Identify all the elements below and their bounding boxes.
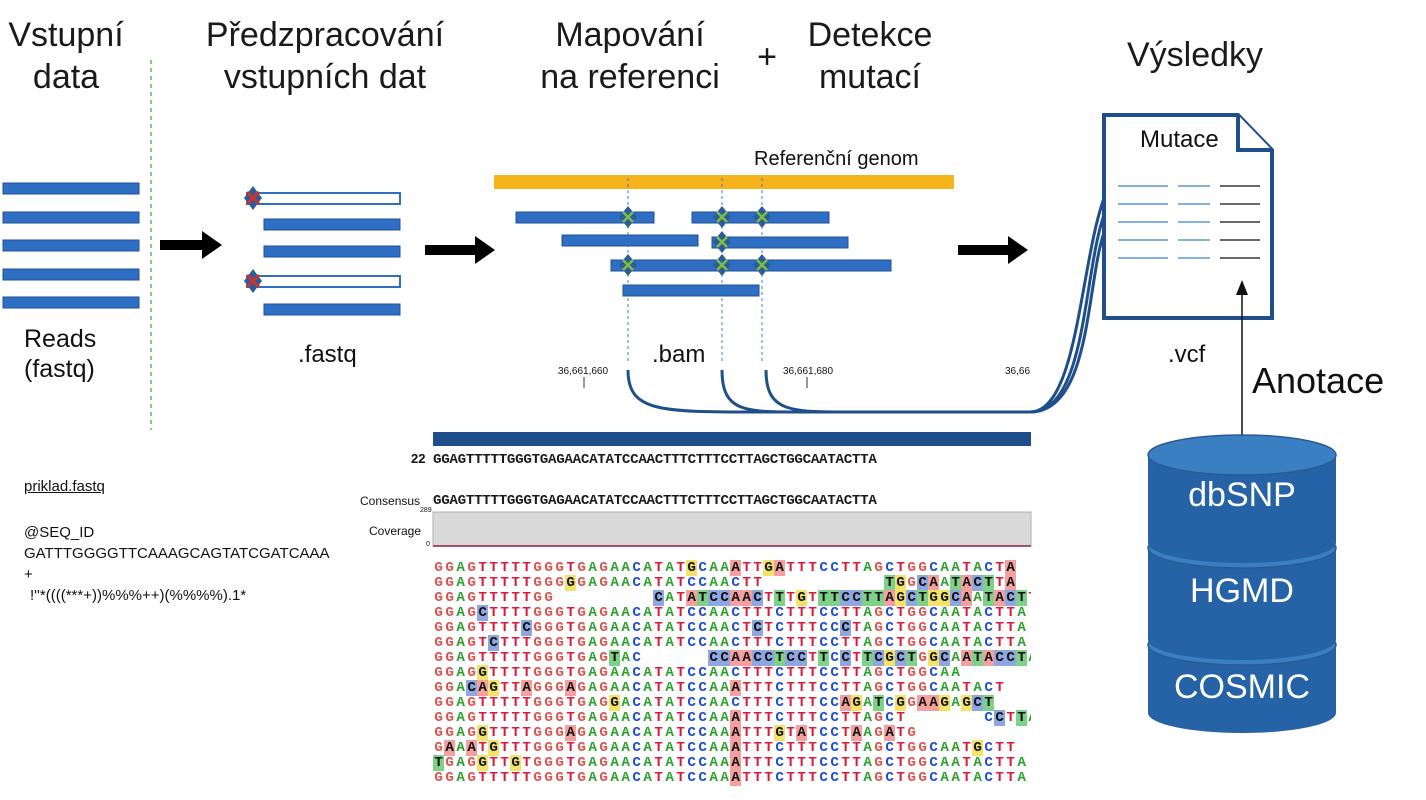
reference-sequence: GGAGTTTTTGGGTGAGAACATATCCAACTTTCTTTCCTTA… xyxy=(433,452,877,468)
clean-read xyxy=(263,218,401,231)
trimmed-read xyxy=(246,275,401,288)
stage-title-detection-line1: Detekce xyxy=(807,16,933,54)
mapped-read xyxy=(711,236,849,249)
fastq-example-filename: priklad.fastq xyxy=(24,478,105,495)
variant-marker-icon xyxy=(713,254,731,276)
fastq-line-separator: + xyxy=(24,566,33,583)
annotation-arrow xyxy=(1236,280,1248,438)
fastq-example-content: @SEQ_ID GATTTGGGGTTCAAAGCAGTATCGATCAAA +… xyxy=(24,522,330,606)
raw-reads-group xyxy=(2,182,140,309)
error-cross-icon xyxy=(244,269,262,293)
mapped-read xyxy=(561,234,699,247)
chromosome-track xyxy=(433,432,1031,446)
vcf-label: .vcf xyxy=(1168,341,1206,368)
coverage-max-label: 289 xyxy=(420,507,432,514)
stage-title-mapping-line2: na referenci xyxy=(540,58,720,96)
fastq-label: .fastq xyxy=(298,341,357,368)
variant-marker-icon xyxy=(619,254,637,276)
coord-label-2: 36,661,680 xyxy=(783,366,834,377)
stage-title-mapping: Mapování na referenci xyxy=(520,14,740,98)
coverage-track xyxy=(432,511,1032,547)
stage-title-input-line1: Vstupní xyxy=(8,16,124,54)
reads-label-line1: Reads xyxy=(24,325,97,353)
stage-title-preprocessing: Předzpracování vstupních dat xyxy=(195,14,455,98)
stage-title-detection-line2: mutací xyxy=(818,58,922,96)
mapped-read xyxy=(515,211,655,224)
consensus-sequence: GGAGTTTTTGGGTGAGAACATATCCAACTTTCTTTCCTTA… xyxy=(433,493,877,509)
coord-label-3: 36,66 xyxy=(1005,366,1031,377)
database-label-dbsnp: dbSNP xyxy=(1188,476,1296,514)
fastq-line-sequence: GATTTGGGGTTCAAAGCAGTATCGATCAAA xyxy=(24,545,330,562)
trimmed-read xyxy=(246,192,401,205)
raw-read xyxy=(2,239,140,252)
reference-genome-label: Referenční genom xyxy=(754,148,919,170)
reads-label: Reads (fastq) xyxy=(24,324,96,384)
variant-marker-icon xyxy=(619,206,637,228)
stage-title-results: Výsledky xyxy=(1126,36,1264,74)
stage-title-input: Vstupní data xyxy=(6,14,126,98)
plus-sign: + xyxy=(757,38,777,76)
mapped-reads-group xyxy=(515,211,892,297)
annotation-label: Anotace xyxy=(1252,360,1385,401)
stage-title-preprocessing-line2: vstupních dat xyxy=(223,58,427,96)
consensus-label: Consensus xyxy=(360,494,421,508)
variant-marker-icon xyxy=(713,206,731,228)
mutations-label: Mutace xyxy=(1140,126,1219,153)
variant-markers xyxy=(619,206,771,276)
arrow-2 xyxy=(425,236,495,264)
clean-read xyxy=(263,303,401,316)
variant-marker-icon xyxy=(753,254,771,276)
database-label-cosmic: COSMIC xyxy=(1174,668,1310,706)
coverage-min-label: 0 xyxy=(426,541,430,548)
coverage-label: Coverage xyxy=(369,524,422,538)
bam-label: .bam xyxy=(652,341,706,368)
reference-genome-bar xyxy=(494,175,954,189)
stage-title-preprocessing-line1: Předzpracování xyxy=(205,16,445,54)
reads-label-line2: (fastq) xyxy=(24,355,95,383)
raw-read xyxy=(2,296,140,309)
mapped-read xyxy=(622,284,760,297)
database-stack xyxy=(1147,434,1337,733)
raw-read xyxy=(2,182,140,195)
database-label-hgmd: HGMD xyxy=(1190,572,1294,610)
raw-read xyxy=(2,268,140,281)
stage-title-input-line2: data xyxy=(32,58,100,96)
raw-read xyxy=(2,211,140,224)
arrow-1 xyxy=(160,231,222,259)
fastq-line-id: @SEQ_ID xyxy=(24,524,95,541)
stage-title-detection: Detekce mutací xyxy=(790,14,950,98)
coord-label-1: 36,661,660 xyxy=(558,366,609,377)
stage-title-mapping-line1: Mapování xyxy=(555,16,705,54)
mapped-read xyxy=(610,259,892,272)
vcf-document-icon xyxy=(1102,113,1274,320)
variant-marker-icon xyxy=(753,206,771,228)
error-cross-icon xyxy=(244,186,262,210)
clean-read xyxy=(263,245,401,258)
arrow-3 xyxy=(958,236,1028,264)
chromosome-label: 22 xyxy=(411,451,426,466)
genome-browser xyxy=(432,377,1032,547)
mutation-link-curves xyxy=(626,187,1110,414)
database-dbsnp-icon xyxy=(1147,434,1337,563)
fastq-line-quality: !''*((((***+))%%%++)(%%%%).1* xyxy=(30,587,247,604)
preprocessed-reads-group xyxy=(244,186,401,316)
variant-marker-icon xyxy=(713,231,731,253)
